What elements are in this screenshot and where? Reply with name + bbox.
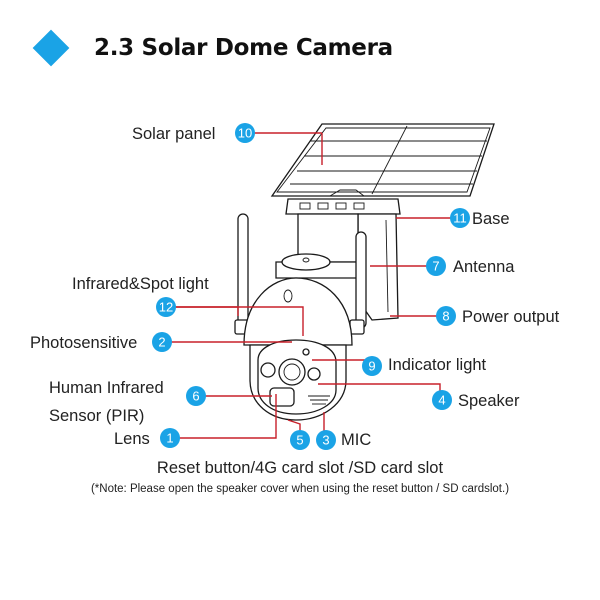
callout-number: 6: [192, 389, 199, 404]
number-badge: [156, 297, 176, 317]
usage-note: (*Note: Please open the speaker cover wh…: [90, 483, 510, 495]
callout-number: 10: [238, 126, 252, 141]
number-badge: [362, 356, 382, 376]
callout-label: Power output: [462, 308, 560, 326]
callout-label: Speaker: [458, 392, 520, 410]
callout-label: Lens: [114, 430, 150, 448]
callout-number: 12: [159, 300, 173, 315]
number-badge: [160, 428, 180, 448]
number-badge: [450, 208, 470, 228]
callout-label: Base: [472, 210, 510, 228]
callout-label: MIC: [341, 431, 371, 449]
number-badge: [235, 123, 255, 143]
callout-4: 4 Speaker: [432, 390, 520, 410]
callout-number: 5: [296, 433, 303, 448]
number-badge: [290, 430, 310, 450]
callout-9: 9 Indicator light: [362, 356, 487, 376]
dome-body-graphic: [243, 277, 353, 421]
number-badge: [426, 256, 446, 276]
callout-1: Lens 1: [114, 428, 180, 448]
callout-label: Solar panel: [132, 125, 215, 143]
callout-3: 3 MIC: [316, 430, 371, 450]
callout-number: 7: [432, 259, 439, 274]
callout-label-line2: Sensor (PIR): [49, 407, 144, 425]
callout-12: Infrared&Spot light 12: [72, 275, 209, 317]
callout-number: 2: [158, 335, 165, 350]
callout-number: 11: [453, 211, 467, 226]
callout-number: 8: [442, 309, 449, 324]
callout-label: Antenna: [453, 258, 515, 276]
callout-5: 5: [290, 430, 310, 450]
number-badge: [436, 306, 456, 326]
callout-number: 4: [438, 393, 445, 408]
base-graphic: [275, 198, 401, 321]
number-badge: [316, 430, 336, 450]
page-title: 2.3 Solar Dome Camera: [94, 35, 393, 61]
callout-11: 11 Base: [450, 208, 510, 228]
reset-slot-caption: Reset button/4G card slot /SD card slot: [156, 459, 444, 477]
callout-label: Indicator light: [388, 356, 487, 374]
callout-2: Photosensitive 2: [30, 332, 172, 352]
callout-label: Photosensitive: [30, 334, 137, 352]
callout-label: Infrared&Spot light: [72, 275, 209, 293]
number-badge: [432, 390, 452, 410]
callout-number: 1: [166, 431, 173, 446]
callout-10: Solar panel 10: [132, 123, 255, 143]
section-heading: 2.3 Solar Dome Camera: [32, 26, 393, 70]
camera-illustration: [234, 123, 495, 421]
number-badge: [152, 332, 172, 352]
callout-number: 9: [368, 359, 375, 374]
callout-lines: [168, 132, 460, 439]
callout-6: Human Infrared Sensor (PIR) 6: [49, 379, 206, 425]
callout-8: 8 Power output: [436, 306, 560, 326]
number-badge: [186, 386, 206, 406]
callout-number: 3: [322, 433, 329, 448]
solar-panel-graphic: [270, 123, 495, 197]
callout-label-line1: Human Infrared: [49, 379, 164, 397]
callout-7: 7 Antenna: [426, 256, 515, 276]
